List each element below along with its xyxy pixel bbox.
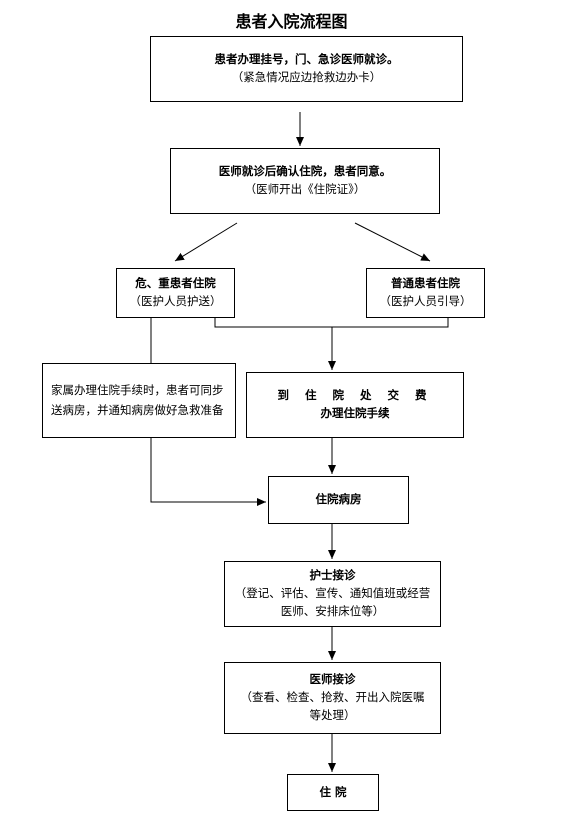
node-payment: 到 住 院 处 交 费 办理住院手续 [246,372,464,438]
node-normal-main: 普通患者住院 [391,276,460,291]
node-ward-main: 住院病房 [315,492,362,507]
node-doctor: 医师接诊 （查看、检查、抢救、开出入院医嘱等处理） [224,662,441,734]
node-payment-line1: 到 住 院 处 交 费 [277,388,433,403]
node-registration-sub: （紧急情况应边抢救边办卡） [231,70,382,84]
node-critical-sub: （医护人员护送） [129,294,222,308]
node-confirm: 医师就诊后确认住院，患者同意。 （医师开出《住院证》） [170,148,440,214]
node-critical-main: 危、重患者住院 [135,276,216,291]
node-admit: 住 院 [287,774,379,811]
node-registration-main: 患者办理挂号，门、急诊医师就诊。 [214,52,399,67]
node-family: 家属办理住院手续时，患者可同步送病房，并通知病房做好急救准备 [42,363,236,438]
node-doctor-sub: （查看、检查、抢救、开出入院医嘱等处理） [240,690,425,722]
node-ward: 住院病房 [268,476,409,524]
line-critical-normal-merge [214,318,449,328]
arrow-confirm-to-normal [354,222,431,262]
page-title: 患者入院流程图 [235,12,348,31]
node-normal-sub: （医护人员引导） [379,294,472,308]
node-nurse-main: 护士接诊 [309,568,356,583]
node-critical: 危、重患者住院 （医护人员护送） [116,268,235,318]
node-family-text: 家属办理住院手续时，患者可同步送病房，并通知病房做好急救准备 [51,382,224,417]
node-confirm-main: 医师就诊后确认住院，患者同意。 [218,164,392,179]
node-doctor-main: 医师接诊 [309,672,356,687]
node-normal: 普通患者住院 （医护人员引导） [366,268,485,318]
node-admit-main: 住 院 [319,784,347,799]
node-registration: 患者办理挂号，门、急诊医师就诊。 （紧急情况应边抢救边办卡） [150,36,463,102]
node-nurse-sub: （登记、评估、宣传、通知值班或经营医师、安排床位等） [234,586,431,618]
arrow-confirm-to-critical [174,222,238,262]
node-payment-line2: 办理住院手续 [320,406,390,420]
node-nurse: 护士接诊 （登记、评估、宣传、通知值班或经营医师、安排床位等） [224,561,441,627]
arrow-family-to-ward [150,438,266,506]
node-confirm-sub: （医师开出《住院证》） [244,182,366,196]
